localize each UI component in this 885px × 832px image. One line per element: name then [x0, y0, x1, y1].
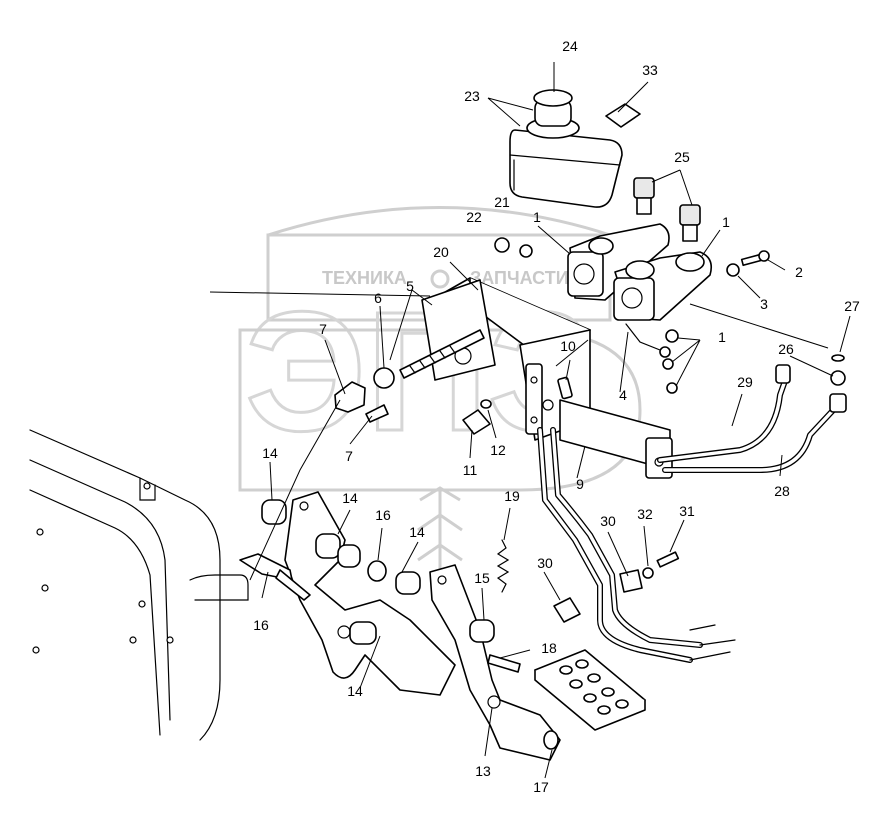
callout-26: 26: [778, 341, 794, 357]
callout-14-b: 14: [342, 490, 358, 506]
watermark-text-right: ЗАПЧАСТИ: [470, 268, 569, 288]
pipe-clip-30b: [619, 569, 643, 593]
foot-pad: [534, 649, 646, 731]
bushing-14a: [261, 499, 287, 525]
watermark-text-left: ТЕХНИКА: [322, 268, 407, 288]
spring-19: [496, 539, 510, 593]
callout-24: 24: [562, 38, 578, 54]
pin-18: [487, 654, 521, 673]
pin-7: [365, 404, 389, 423]
callout-numbers: 24 23 33 25 21 22 1 1 2 3 1 27 26 29 28 …: [253, 38, 860, 795]
master-cylinder-left: [567, 223, 670, 301]
gear-icon: [430, 269, 450, 289]
watermark-frame: [266, 233, 612, 322]
callout-27: 27: [844, 298, 860, 314]
callout-1-fittings: 1: [718, 329, 726, 345]
nut-21: [519, 244, 533, 258]
bushing-6: [373, 367, 395, 389]
wheat-icon: [417, 486, 463, 600]
callout-21: 21: [494, 194, 510, 210]
callout-15: 16: [375, 507, 391, 523]
callout-29: 29: [737, 374, 753, 390]
callout-3: 3: [760, 296, 768, 312]
fittings-1: [625, 323, 679, 394]
fluid-reservoir: [509, 89, 623, 208]
callout-7-top: 7: [319, 321, 327, 337]
bushing-14c: [337, 544, 361, 568]
bushing-14e: [469, 619, 495, 643]
ring-17: [543, 730, 559, 750]
callout-8: 9: [576, 476, 584, 492]
callout-20: 20: [433, 244, 449, 260]
callout-33: 33: [642, 62, 658, 78]
callout-22: 22: [466, 209, 482, 225]
leader-lines: [209, 62, 851, 779]
pipe-clip-30a: [553, 597, 581, 623]
bushing-14d: [395, 571, 421, 595]
callout-28: 28: [774, 483, 790, 499]
callout-30-right: 30: [600, 513, 616, 529]
bolt-2: [740, 250, 770, 267]
latch-16: [239, 553, 311, 601]
callout-14-d: 15: [474, 570, 490, 586]
bleed-cap-right: [679, 204, 701, 242]
cab-frame: [29, 429, 249, 741]
bolt-31: [656, 551, 680, 568]
bushing-14b: [315, 533, 341, 559]
label-sticker: [605, 103, 641, 128]
washer-3: [726, 263, 740, 277]
callout-16: 16: [253, 617, 269, 633]
callout-1-right: 1: [722, 214, 730, 230]
washer-15: [367, 560, 387, 582]
callout-7-bottom: 7: [345, 448, 353, 464]
callout-12: 13: [475, 763, 491, 779]
pivot-shaft: [399, 329, 485, 379]
callout-4: 4: [619, 387, 627, 403]
bolt-10: [462, 409, 491, 435]
callout-19: 19: [504, 488, 520, 504]
callout-14-a: 14: [262, 445, 278, 461]
callout-10: 11: [463, 462, 478, 478]
callout-14-c: 14: [409, 524, 425, 540]
callout-23: 23: [464, 88, 480, 104]
brake-pipes: [537, 354, 847, 663]
callout-6: 6: [374, 290, 382, 306]
callout-5: 5: [406, 278, 414, 294]
washer-22: [494, 237, 510, 253]
callout-11: 12: [490, 442, 506, 458]
washer-11: [480, 399, 492, 409]
washer-32: [642, 567, 654, 579]
callout-30-left: 30: [537, 555, 553, 571]
bleed-cap-left: [633, 177, 655, 215]
callout-31: 31: [679, 503, 695, 519]
callout-32: 32: [637, 506, 653, 522]
bushing-14f: [349, 621, 377, 645]
callout-18: 18: [541, 640, 557, 656]
callout-25: 25: [674, 149, 690, 165]
watermark-arch: [267, 206, 611, 237]
callout-17: 17: [533, 779, 549, 795]
callout-9: 10: [560, 338, 576, 354]
callout-1-left: 1: [533, 209, 541, 225]
master-cylinder-right: [613, 251, 713, 321]
callout-2: 2: [795, 264, 803, 280]
callout-13: 14: [347, 683, 363, 699]
